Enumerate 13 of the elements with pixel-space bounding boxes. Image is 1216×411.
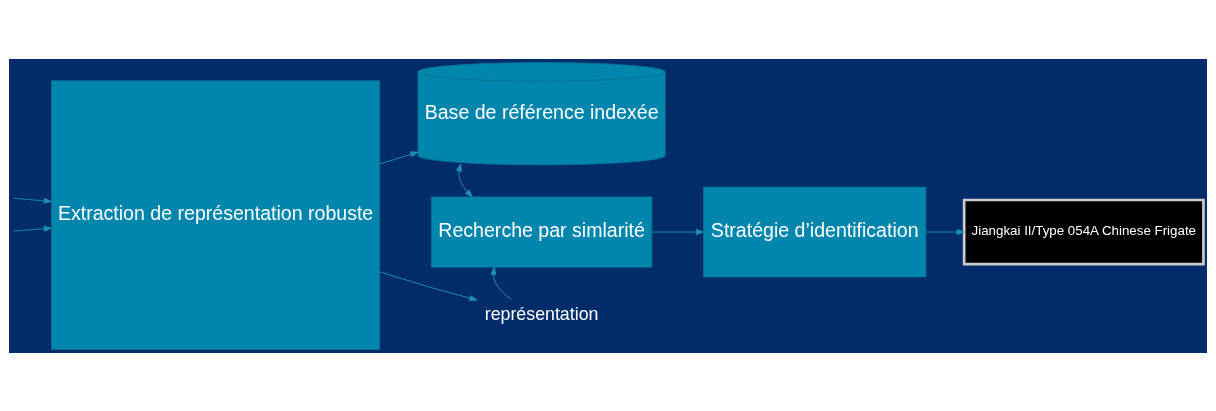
arrow [490,266,512,300]
arrow [379,150,419,164]
arrow [651,228,704,235]
node-box: Jiangkai II/Type 054A Chinese Frigate [962,198,1205,265]
arrow [12,225,52,232]
node-box: Stratégie d’identification [703,186,927,277]
arrow [925,228,965,235]
arrow [12,197,52,204]
node-box: Recherche par simlarité [430,195,653,268]
arrow [379,270,478,301]
node-box: Extraction de représentation robuste [51,79,381,350]
arrow [456,163,473,197]
node-text: représentation [484,303,599,324]
